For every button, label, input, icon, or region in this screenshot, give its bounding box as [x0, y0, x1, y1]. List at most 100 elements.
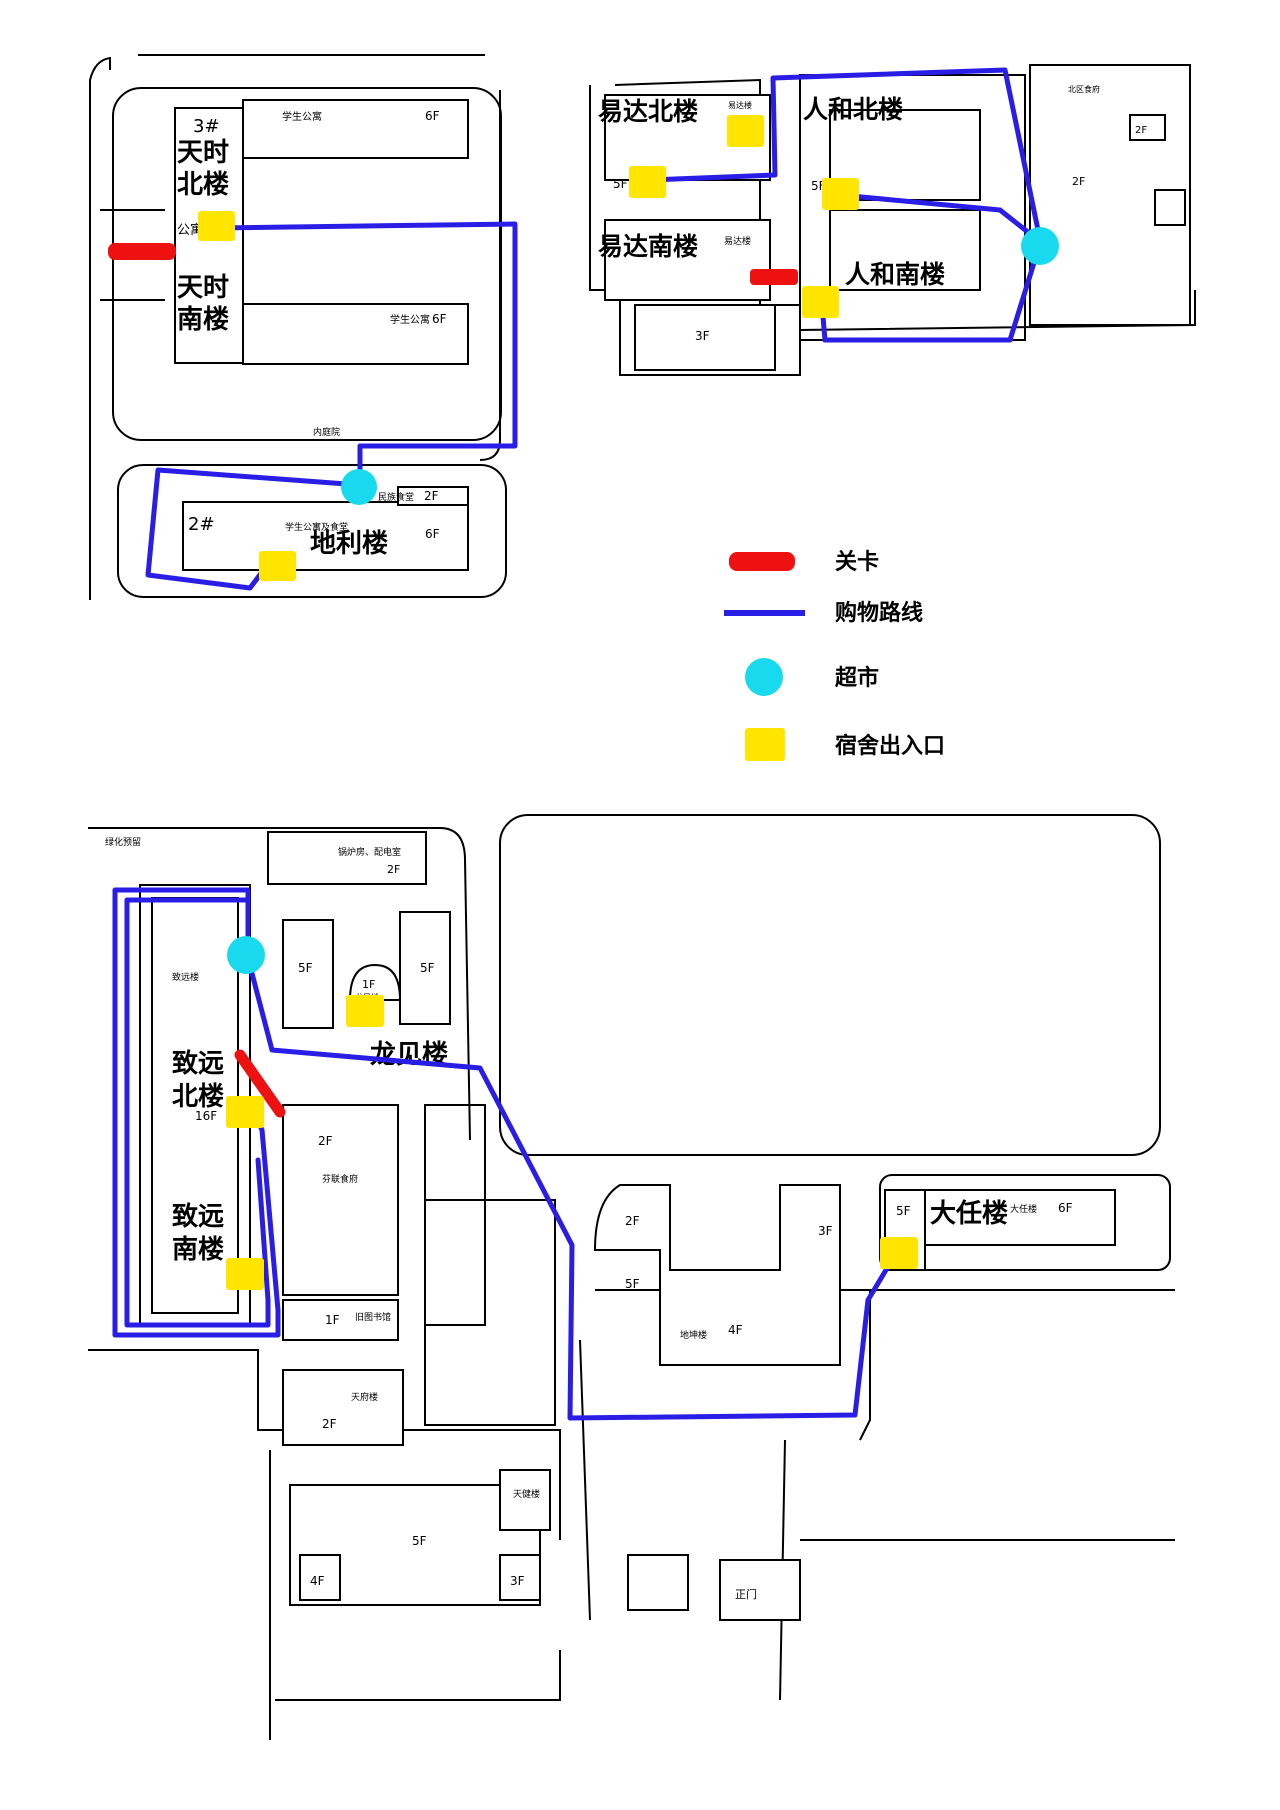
map-yida-renhe: 易达北楼 易达楼 5F 易达南楼 易达楼 3F 人和北楼 5F 人和南楼 北区食…	[589, 64, 1196, 376]
dikun-4f-label: 4F	[728, 1323, 743, 1337]
canteen-label: 芬联食府	[322, 1173, 358, 1185]
entrance-longjian	[346, 995, 384, 1027]
yida-floor: 5F	[613, 177, 628, 191]
yida-bottom-floor: 3F	[695, 329, 710, 343]
canteen-floor-label: 2F	[318, 1134, 333, 1148]
entrance-daren	[880, 1237, 918, 1269]
bottom-5f-label: 5F	[412, 1534, 427, 1548]
tianshi-south-label-2: 南楼	[177, 305, 229, 335]
entrance-zhiyuan-north	[226, 1096, 264, 1128]
gate-label: 正门	[735, 1587, 757, 1601]
shopping-route-dili	[145, 467, 363, 591]
zhiyuan-small-label: 致远楼	[172, 971, 199, 983]
canteen-label: 民族食堂	[378, 491, 414, 503]
dili-label: 地利楼	[310, 529, 388, 559]
dorm-top-floor: 6F	[425, 109, 440, 123]
entrance-dili	[259, 551, 296, 581]
tianfu-label: 天府楼	[351, 1391, 378, 1403]
dikun-label: 地坤楼	[680, 1329, 707, 1341]
bottom-4f-label: 4F	[310, 1574, 325, 1588]
tianshi-south-label-1: 天时	[177, 273, 229, 303]
gate-building	[719, 1559, 801, 1621]
supermarket-dili	[341, 469, 377, 505]
checkpoint-yida	[750, 269, 798, 285]
daren-small-label: 大任楼	[1010, 1203, 1037, 1215]
legend-checkpoint-swatch	[729, 552, 795, 571]
dili-small-label: 学生公寓及食堂	[285, 521, 348, 533]
tianfu-building	[282, 1369, 404, 1446]
yida-north-label: 易达北楼	[598, 97, 698, 126]
shopping-route-tianshi	[212, 221, 518, 488]
building-2-label: 2#	[188, 514, 215, 535]
zhiyuan-floor: 16F	[195, 1109, 217, 1123]
shopping-route-renhe-north	[837, 192, 1041, 243]
left-5f-label: 5F	[298, 961, 313, 975]
tianjian-label: 天健楼	[513, 1488, 540, 1500]
daren-6f-label: 6F	[1058, 1201, 1073, 1215]
dili-floor: 6F	[425, 527, 440, 541]
tianjian-building	[499, 1469, 551, 1531]
entrance-renhe-north	[822, 178, 859, 210]
yida-small-label-2: 易达楼	[724, 235, 751, 247]
canteen-building	[282, 1104, 399, 1296]
zhiyuan-south-label-2: 南楼	[172, 1235, 224, 1265]
building-3-label: 3#	[193, 116, 220, 137]
dikun-5f-label: 5F	[625, 1277, 640, 1291]
daren-label: 大任楼	[930, 1199, 1008, 1229]
boiler-building	[267, 831, 427, 885]
dorm-bottom-label: 学生公寓	[390, 313, 430, 326]
renhe-north-label: 人和北楼	[803, 95, 903, 124]
legend-supermarket-swatch	[745, 658, 783, 696]
shopping-route-zhiyuan-inner	[124, 897, 271, 1328]
map-zhiyuan-campus: 绿化预留 锅炉房、配电室 2F 致远楼 致远 北楼 16F 致远 南楼 5F 5…	[88, 814, 1175, 1740]
checkpoint-zhiyuan	[234, 1049, 286, 1118]
zhiyuan-south-label-1: 致远	[172, 1201, 224, 1232]
boiler-label: 锅炉房、配电室	[338, 846, 401, 858]
longjian-floor: 1F	[362, 978, 375, 991]
legend-route-label: 购物路线	[835, 600, 923, 626]
dikun-2f-label: 2F	[625, 1214, 640, 1228]
zhiyuan-north-label-2: 北楼	[172, 1082, 224, 1112]
daren-building	[924, 1189, 1116, 1246]
dorm-bottom-building	[242, 303, 469, 365]
right-top-label: 北区食府	[1068, 84, 1100, 94]
shopping-route-main	[245, 955, 898, 1421]
legend-checkpoint-label: 关卡	[835, 550, 879, 575]
entrance-tianshi	[198, 211, 235, 241]
library-building	[282, 1299, 399, 1341]
dorm-top-label: 学生公寓	[282, 110, 322, 123]
dili-building	[182, 501, 469, 571]
gongyu-label: 公寓	[177, 222, 203, 238]
legend-entrance-label: 宿舍出入口	[835, 733, 945, 759]
yida-south-label: 易达南楼	[598, 232, 698, 261]
library-floor-label: 1F	[325, 1313, 340, 1327]
map-tianshi-dili: 3# 天时 北楼 公寓 天时 南楼 学生公寓 6F 学生公寓 6F 内庭院 2#…	[89, 54, 518, 600]
courtyard-label: 内庭院	[313, 426, 340, 438]
entrance-yida-south	[629, 166, 666, 198]
right-floor: 2F	[1072, 175, 1085, 188]
tianshi-north-label-2: 北楼	[177, 170, 229, 200]
bottom-3f-label: 3F	[510, 1574, 525, 1588]
entrance-zhiyuan-south	[226, 1258, 264, 1290]
right-5f-label: 5F	[420, 961, 435, 975]
right-small-floor: 2F	[1135, 125, 1147, 136]
checkpoint-tianshi	[108, 243, 176, 260]
renhe-floor: 5F	[811, 179, 826, 193]
entrance-yida-north	[727, 115, 764, 147]
canteen-floor: 2F	[424, 489, 439, 503]
legend-supermarket-label: 超市	[835, 665, 879, 691]
boiler-floor: 2F	[387, 863, 400, 876]
renhe-south-label: 人和南楼	[845, 260, 945, 289]
dorm-top-building	[242, 99, 469, 159]
library-label: 旧图书馆	[355, 1311, 391, 1323]
shopping-route-zhiyuan-outer	[112, 887, 281, 1338]
supermarket-renhe	[1021, 227, 1059, 265]
dorm-bottom-floor: 6F	[432, 312, 447, 326]
tianfu-floor-label: 2F	[322, 1417, 337, 1431]
shopping-route-renhe-south	[819, 247, 1041, 343]
entrance-renhe-south	[802, 286, 839, 318]
dikun-3f-label: 3F	[818, 1224, 833, 1238]
dikun-building	[593, 1184, 841, 1366]
legend: 关卡 购物路线 超市 宿舍出入口	[724, 550, 945, 761]
